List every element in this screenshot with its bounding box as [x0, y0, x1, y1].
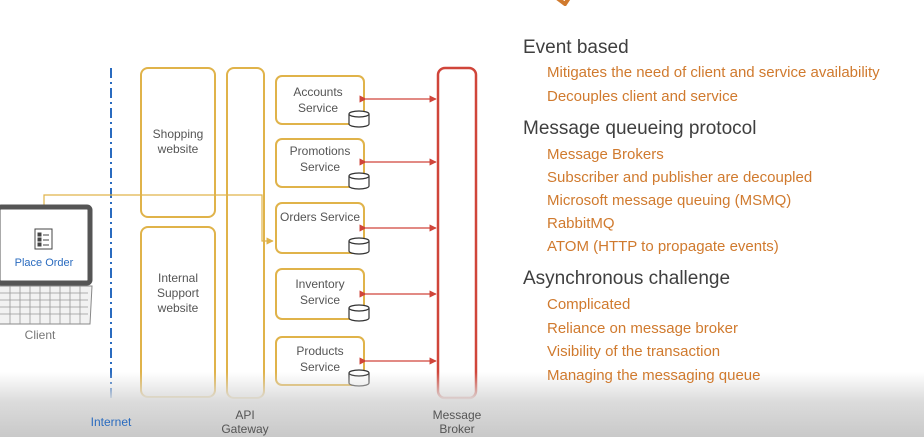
internet-label: Internet — [90, 415, 132, 429]
database-icon — [348, 172, 370, 190]
client-label: Client — [24, 328, 56, 342]
heading-message-queueing: Message queueing protocol — [523, 118, 757, 139]
bullet-item: Message Brokers — [547, 146, 664, 163]
database-icon — [348, 110, 370, 128]
bullet-item: Reliance on message broker — [547, 320, 738, 337]
message-broker-box — [436, 66, 478, 400]
orders-service-label: Orders Service — [279, 210, 361, 224]
accounts-service-label: Accounts Service — [293, 85, 343, 115]
support-website-label: Internal Support website — [156, 271, 200, 315]
title-fragment — [556, 0, 571, 6]
bullet-item: Decouples client and service — [547, 88, 738, 105]
bullet-item: Mitigates the need of client and service… — [547, 64, 880, 81]
bullet-item: Managing the messaging queue — [547, 367, 761, 384]
api-gateway-label: API Gateway — [221, 408, 269, 436]
products-service-label: Products Service — [296, 344, 344, 374]
database-icon — [348, 304, 370, 322]
bullet-item: ATOM (HTTP to propagate events) — [547, 238, 779, 255]
message-broker-label: Message Broker — [432, 408, 482, 436]
bullet-item: Microsoft message queuing (MSMQ) — [547, 192, 792, 209]
api-gateway-box — [226, 67, 265, 399]
promotions-service-label: Promotions Service — [289, 144, 351, 174]
heading-event-based: Event based — [523, 37, 629, 58]
bottom-fade — [0, 372, 924, 437]
place-order-button[interactable]: Place Order — [14, 257, 74, 269]
bullet-item: Complicated — [547, 296, 631, 313]
bullet-item: RabbitMQ — [547, 215, 615, 232]
database-icon — [348, 237, 370, 255]
inventory-service-label: Inventory Service — [295, 277, 345, 307]
form-icon — [34, 228, 53, 250]
shopping-website-label: Shopping website — [152, 127, 204, 156]
heading-async-challenge: Asynchronous challenge — [523, 268, 731, 289]
bullet-item: Subscriber and publisher are decoupled — [547, 169, 813, 186]
bullet-item: Visibility of the transaction — [547, 343, 721, 360]
shopping-website-box — [140, 67, 216, 218]
